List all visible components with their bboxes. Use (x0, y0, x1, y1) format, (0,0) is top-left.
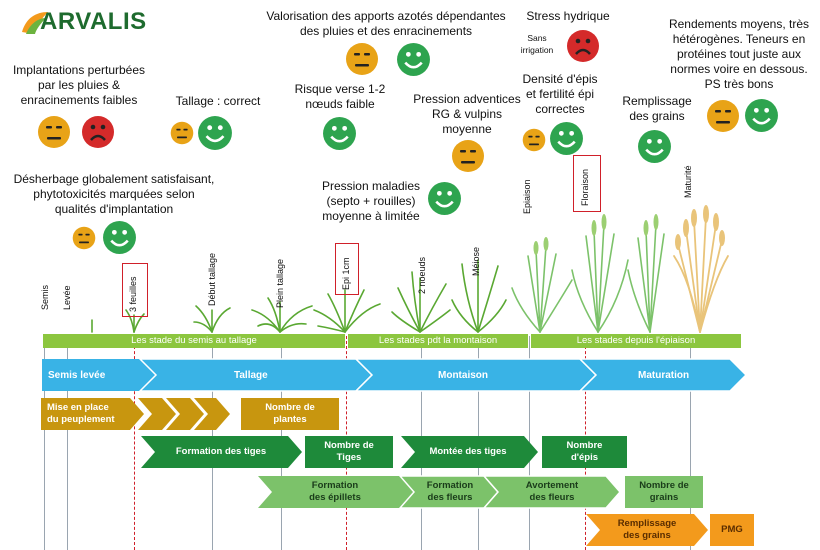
stage-plein-tallage: Plein tallage (275, 258, 285, 308)
block-mise-en-place: Mise en place du peuplement (47, 402, 115, 425)
phase-tallage: Tallage (234, 369, 268, 381)
note-maladies: Pression maladies (septo + rouilles) moy… (321, 179, 421, 223)
stage-debut-tallage: Début tallage (207, 252, 217, 306)
happy-face-icon (103, 221, 136, 254)
stage-line (44, 336, 45, 550)
block-formation-tiges: Formation des tiges (175, 446, 267, 457)
period-epiaison: Les stades depuis l'épiaison (531, 334, 741, 348)
note-rendements: Rendements moyens, très hétérogènes. Ten… (668, 17, 810, 91)
stage-line (690, 336, 691, 550)
stage-epiaison: Epiaison (522, 179, 532, 214)
note-tallage: Tallage : correct (175, 94, 261, 108)
stage-levee: Levée (62, 285, 72, 310)
phase-semis-levee: Semis levée (48, 369, 106, 381)
block-formation-epillets: Formation des épillets (309, 480, 361, 503)
block-nombre-tiges: Nombre de Tiges (324, 440, 374, 463)
stage-line-highlight (134, 336, 135, 550)
block-formation-fleurs: Formation des fleurs (426, 480, 474, 503)
block-remplissage-grains: Remplissage des grains (617, 518, 677, 541)
note-verse: Risque verse 1-2 nœuds faible (294, 82, 386, 111)
note-densite: Densité d'épis et fertilité épi correcte… (522, 72, 598, 116)
neutral-face-icon (38, 116, 70, 148)
wheat-plants-illustration (91, 205, 729, 333)
note-azote: Valorisation des apports azotés dépendan… (266, 9, 506, 38)
stage-semis: Semis (40, 284, 50, 310)
stage-maturite: Maturité (683, 165, 693, 198)
neutral-face-icon (452, 140, 484, 172)
stage-epi-1cm-highlight (335, 243, 359, 295)
stage-meiose: Méiose (471, 246, 481, 276)
neutral-face-icon (522, 128, 546, 152)
phase-arrows (42, 358, 748, 392)
block-montee-tiges: Montée des tiges (429, 446, 507, 457)
stage-line (67, 336, 68, 550)
block-nombre-grains: Nombre de grains (639, 480, 689, 503)
happy-face-icon (428, 182, 461, 215)
happy-face-icon (745, 99, 778, 132)
logo-text: ARVALIS (40, 8, 147, 35)
block-pmg: PMG (721, 524, 743, 535)
period-montaison: Les stades pdt la montaison (348, 334, 528, 348)
neutral-face-icon (170, 121, 194, 145)
block-nombre-plantes: Nombre de plantes (265, 402, 315, 425)
phase-maturation: Maturation (638, 369, 690, 381)
arvalis-logo: ARVALIS (20, 8, 150, 36)
leaf-logo-icon (22, 12, 48, 34)
happy-face-icon (397, 43, 430, 76)
neutral-face-icon (346, 43, 378, 75)
happy-face-icon (550, 122, 583, 155)
note-adventices: Pression adventices RG & vulpins moyenne (413, 92, 521, 136)
stage-2-noeuds: 2 noeuds (417, 256, 427, 294)
neutral-face-icon (707, 100, 739, 132)
note-remplissage: Remplissage des grains (622, 94, 692, 123)
sad-face-icon (82, 116, 114, 148)
note-stress: Stress hydrique (526, 9, 610, 23)
happy-face-icon (198, 116, 232, 150)
stage-floraison-highlight (573, 155, 601, 212)
neutral-face-icon (72, 226, 96, 250)
block-nombre-epis: Nombre d'épis (566, 440, 603, 463)
happy-face-icon (638, 130, 671, 163)
phase-montaison: Montaison (438, 369, 488, 381)
sad-face-icon (567, 30, 599, 62)
stage-3-feuilles-highlight (122, 263, 148, 317)
period-semis-tallage: Les stade du semis au tallage (43, 334, 345, 348)
note-desherbage: Désherbage globalement satisfaisant, phy… (13, 172, 215, 216)
note-implantation: Implantations perturbées par les pluies … (12, 63, 146, 107)
block-avortement-fleurs: Avortement des fleurs (525, 480, 579, 503)
component-arrows (41, 398, 754, 546)
happy-face-icon (323, 117, 356, 150)
note-sans-irrigation: Sans irrigation (520, 33, 554, 55)
